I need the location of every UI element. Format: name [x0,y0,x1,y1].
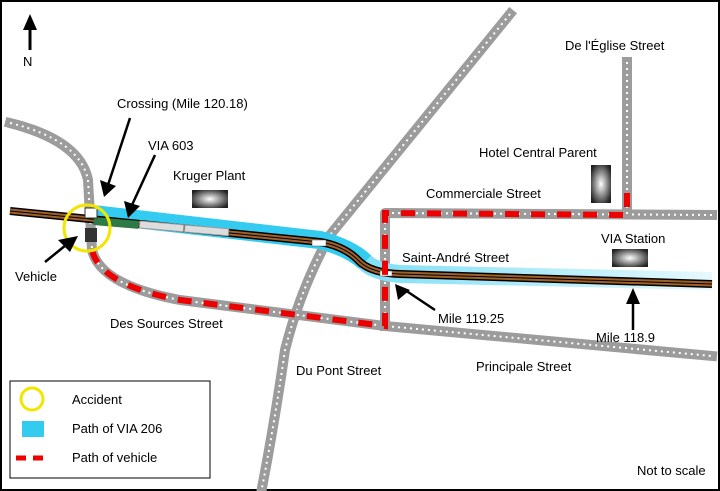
legend-vehicle-path-label: Path of vehicle [72,450,157,465]
legend-via-path-icon [22,421,44,437]
vehicle [84,207,98,242]
label-saint-andre-street: Saint-André Street [402,250,509,265]
label-kruger-plant: Kruger Plant [173,168,246,183]
legend-accident-icon [19,386,45,412]
label-via-603: VIA 603 [148,138,194,153]
label-eglise-street: De l'Église Street [565,38,665,53]
pointer-arrows [44,117,640,330]
building-via-station [612,249,648,267]
crossing-du-pont [311,239,327,247]
label-mile-119-25: Mile 119.25 [438,311,504,326]
building-kruger-plant [192,190,228,208]
label-mile-118-9: Mile 118.9 [596,330,655,345]
label-hotel-central-parent: Hotel Central Parent [479,145,597,160]
path-vehicle [89,185,630,330]
label-crossing: Crossing (Mile 120.18) [117,96,248,111]
north-label: N [23,54,32,69]
label-via-station: VIA Station [601,231,665,246]
label-not-to-scale: Not to scale [637,463,706,478]
legend-accident-label: Accident [72,392,122,407]
north-arrow-icon [23,14,37,50]
legend-via-path-label: Path of VIA 206 [72,421,162,436]
building-hotel-central-parent [591,165,611,203]
train-via-603 [93,217,230,237]
label-du-pont-street: Du Pont Street [296,363,382,378]
label-des-sources-street: Des Sources Street [110,316,223,331]
label-principale-street: Principale Street [476,359,572,374]
legend: Accident Path of VIA 206 Path of vehicle [9,380,211,479]
accident-marker [62,203,112,253]
label-vehicle: Vehicle [15,269,57,284]
label-commerciale-street: Commerciale Street [426,186,541,201]
